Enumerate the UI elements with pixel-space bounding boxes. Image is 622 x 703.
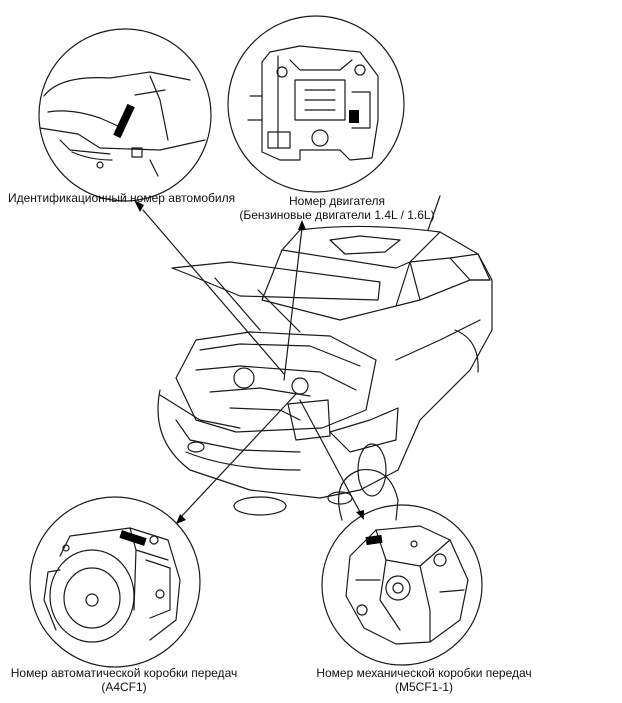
leader-lines [142,209,361,519]
arrow-to-manual-trans [356,510,364,520]
auto-trans-detail-circle [29,496,201,668]
vin-detail-circle [38,28,212,202]
manual-trans-title: Номер механической коробки передач [316,666,532,680]
vin-label: Идентификационный номер автомобиля [8,191,235,205]
arrow-to-auto-trans [176,514,186,524]
auto-trans-title: Номер автоматической коробки передач [10,666,238,680]
engine-number-label: Номер двигателя (Бензиновые двигатели 1.… [222,194,452,222]
manual-trans-label: Номер механической коробки передач (M5CF… [300,666,548,694]
manual-trans-detail-circle [321,504,483,666]
auto-trans-model: (A4CF1) [101,680,147,694]
engine-number-title: Номер двигателя [288,194,385,208]
auto-trans-label: Номер автоматической коробки передач (A4… [6,666,242,694]
manual-trans-model: (M5CF1-1) [394,680,453,694]
engine-number-marker [349,110,359,123]
vin-label-text: Идентификационный номер автомобиля [8,191,236,205]
vin-plate-marker [113,103,135,139]
arrow-to-vin [134,200,144,212]
engine-detail-circle [227,15,405,193]
car-illustration [157,195,493,521]
manual-trans-number-marker [365,534,383,546]
engine-number-subtitle: (Бензиновые двигатели 1.4L / 1.6L) [239,208,435,222]
auto-trans-number-marker [119,530,147,546]
arrow-to-engine [298,220,306,230]
